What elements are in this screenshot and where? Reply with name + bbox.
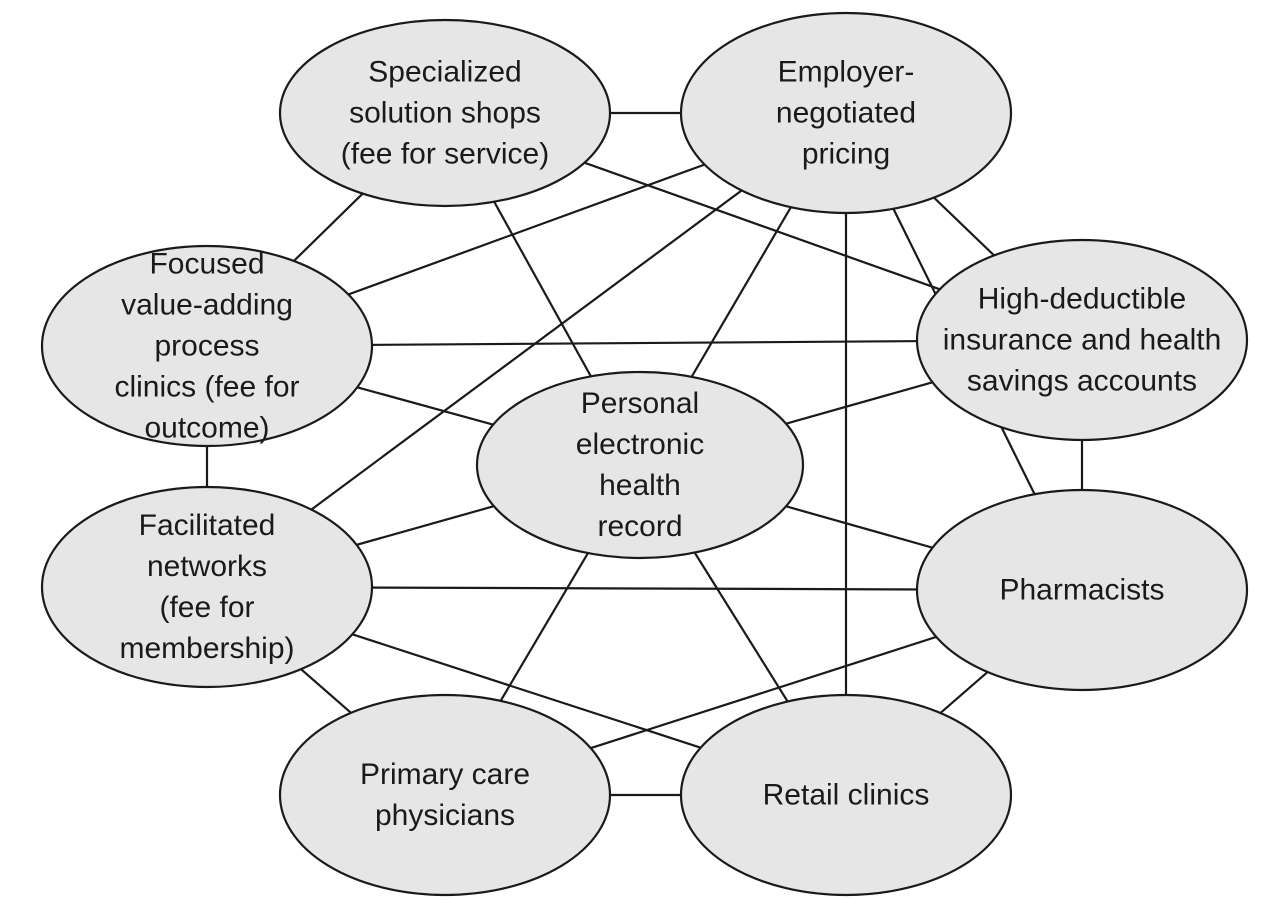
node-pharmacists-label-line: Pharmacists (999, 574, 1164, 607)
node-facilitated-label-line: (fee for (159, 591, 254, 624)
node-employer: Employer-negotiated pricing (679, 11, 1013, 215)
node-specialized-label-line: Specialized (368, 56, 521, 89)
node-personal-ehr-label-line: Personal (581, 387, 699, 420)
node-primary-care-label-line: physicians (375, 799, 515, 832)
node-personal-ehr-label-line: health (599, 469, 681, 502)
node-high-deductible: High-deductible insurance and health savin… (915, 238, 1249, 442)
node-personal-ehr-label-line: record (597, 510, 682, 543)
node-facilitated-label-line: Facilitated (139, 509, 276, 542)
node-employer-label-line: pricing (802, 138, 890, 171)
node-high-deductible-ellipse (915, 238, 1249, 442)
node-primary-care-ellipse (278, 693, 612, 897)
node-focused-ellipse (40, 244, 374, 448)
edge-employer-to-facilitated (206, 112, 847, 588)
node-pharmacists-ellipse (915, 488, 1249, 692)
node-high-deductible-label-line: High-deductible (978, 283, 1186, 316)
node-facilitated: Facilitated networks (fee for membership) (40, 485, 374, 689)
node-retail-ellipse (679, 693, 1013, 897)
node-specialized-label-line: (fee for service) (341, 138, 549, 171)
node-specialized-ellipse (278, 18, 612, 208)
node-pharmacists: Pharmacists (915, 488, 1249, 692)
node-employer-label-line: negotiated (776, 97, 916, 130)
node-focused-label-line: clinics (fee for (114, 371, 299, 404)
node-primary-care-label-line: Primary care (360, 758, 530, 791)
node-specialized: Specialized solution shops (fee for servic… (278, 18, 612, 208)
node-focused: Focused value-adding process clinics (fee f… (40, 244, 374, 448)
node-facilitated-label-line: networks (147, 550, 267, 583)
node-employer-label-line: Employer- (778, 56, 915, 89)
node-focused-label-line: value-adding (121, 289, 293, 322)
node-focused-label-line: Focused (149, 248, 264, 281)
node-high-deductible-label-line: insurance and health (943, 324, 1222, 357)
node-focused-label-line: outcome) (144, 412, 269, 445)
node-retail: Retail clinics (679, 693, 1013, 897)
node-focused-label-line: process (154, 330, 259, 363)
node-primary-care: Primary care physicians (278, 693, 612, 897)
node-personal-ehr-label-line: electronic (576, 428, 704, 461)
node-employer-ellipse (679, 11, 1013, 215)
node-high-deductible-label-line: savings accounts (967, 365, 1197, 398)
node-personal-ehr-ellipse (475, 370, 805, 560)
node-personal-ehr: Personal electronic health record (475, 370, 805, 560)
node-facilitated-label-line: membership) (119, 632, 294, 665)
node-specialized-label-line: solution shops (349, 97, 541, 130)
nodes: Specialized solution shops (fee for servic… (40, 11, 1249, 897)
node-retail-label-line: Retail clinics (763, 779, 930, 812)
node-facilitated-ellipse (40, 485, 374, 689)
